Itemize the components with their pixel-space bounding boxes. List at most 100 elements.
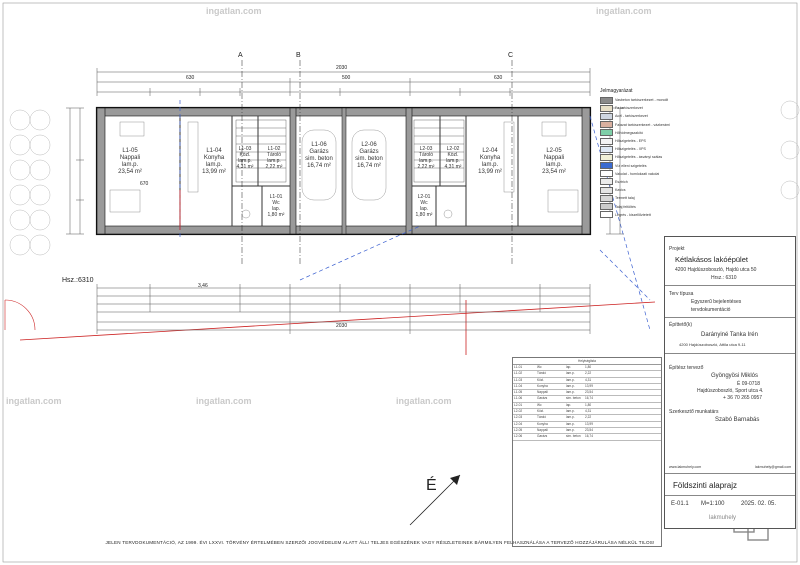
email: lakmuhely@gmail.com	[755, 465, 792, 469]
bottom-total-dimension: 2030	[336, 323, 348, 329]
table-row: L2-05 Nappali lam.p. 23,54	[513, 427, 661, 435]
table-cell: Tároló	[537, 415, 547, 420]
table-cell: L2-04	[514, 421, 523, 426]
table-cell: L2-01	[514, 402, 523, 407]
project-lot: Hrsz.: 6310	[711, 275, 737, 281]
building-walls	[95, 106, 592, 236]
legend-label: Hőszigetelés - XPS	[615, 147, 646, 152]
plan-type-value-1: Egyszerű bejelentéses	[691, 299, 742, 305]
legend-swatch	[600, 194, 613, 202]
garage-cars	[301, 129, 387, 201]
table-cell: Tároló	[537, 371, 547, 376]
table-cell: L2-06	[514, 434, 523, 439]
table-cell: lam.p.	[566, 421, 575, 426]
table-cell: 1,80	[585, 402, 592, 407]
legend-swatch	[600, 137, 613, 145]
legend-label: Vasbeton tartószerkezet - monolit	[615, 98, 669, 103]
table-cell: Konyha	[537, 383, 548, 388]
north-arrow	[409, 474, 461, 526]
top-dimension-mid: 500	[342, 75, 351, 81]
legend-swatch	[600, 203, 613, 211]
table-cell: L2-05	[514, 427, 523, 432]
lot-line	[19, 190, 656, 355]
table-cell: L1-03	[514, 377, 523, 382]
area-table-header: Helyiséglista	[513, 358, 661, 365]
table-cell: 13,99	[585, 421, 593, 426]
legend-label: Hőszigetelés - EPS	[615, 139, 646, 144]
table-cell: sim. beton	[566, 396, 581, 401]
table-cell: Közl.	[537, 377, 545, 382]
table-cell: 4,31	[585, 377, 592, 382]
legend-item: Vasbeton tartószerkezet - monolit	[600, 96, 670, 104]
legend-label: Légrés - kiszellőztetett	[615, 212, 651, 217]
legend-item: Hőhídmegszakító	[600, 129, 670, 137]
table-cell: L1-02	[514, 371, 523, 376]
project-label: Projekt	[669, 246, 685, 252]
designer-name: Gyöngyösi Miklós	[711, 373, 759, 379]
legend-label: Hőszigetelés - ásványi szálas	[615, 155, 663, 160]
designer-address: Hajdúszoboszló, Sport utca 4.	[697, 388, 764, 394]
entrance-gate	[4, 299, 36, 331]
top-dimension-right: 630	[494, 75, 503, 81]
table-cell: 4,31	[585, 409, 592, 414]
website: www.lakmuhely.com	[669, 465, 702, 469]
table-cell: lam.p.	[566, 383, 575, 388]
project-name: Kétlakásos lakóépület	[675, 255, 748, 264]
table-cell: lam.p.	[566, 409, 575, 414]
watermark-1: ingatlan.com	[6, 396, 62, 406]
table-cell: lap.	[566, 402, 572, 407]
legend-swatch	[600, 96, 613, 104]
sheet-code: E-01.1	[671, 501, 689, 507]
section-marker-a: A	[238, 52, 243, 59]
legend-label: Acél - tartószerkezet	[615, 114, 648, 119]
legend-item: Termett talaj	[600, 194, 670, 202]
top-dimension-left: 630	[186, 75, 195, 81]
legend-swatch	[600, 153, 613, 161]
table-cell: 13,99	[585, 383, 593, 388]
stairs	[235, 119, 465, 183]
legend-label: Talaj feltöltés	[615, 204, 636, 209]
logo-text: lakmuhely	[709, 515, 737, 521]
table-cell: 2,22	[585, 415, 592, 420]
plan-type-value-2: tervdokumentáció	[691, 307, 731, 313]
client-address: 4200 Hajdúszoboszló, Attila utca 9-11	[679, 342, 746, 347]
legend-item: Víz elleni szigetelés	[600, 162, 670, 170]
designer-phone: + 36 70 265 0957	[723, 395, 763, 401]
legend-label: Hőhídmegszakító	[615, 130, 643, 135]
legend-item: Légrés - kiszellőztetett	[600, 211, 670, 219]
table-cell: L1-01	[514, 365, 523, 369]
legend-swatch	[600, 145, 613, 153]
watermark-5: ingatlan.com	[206, 6, 262, 16]
legend-swatch	[600, 112, 613, 120]
section-marker-b: B	[296, 52, 301, 59]
lot-number-label: Hsz.:6310	[62, 277, 94, 284]
table-cell: Wc	[537, 402, 542, 407]
editor-label: Szerkesztő munkatárs	[669, 409, 719, 415]
legend-label: Víz elleni szigetelés	[615, 163, 647, 168]
legend-item: Acél - tartószerkezet	[600, 112, 670, 120]
north-label: É	[426, 477, 437, 494]
top-total-dimension: 2030	[336, 65, 348, 71]
table-cell: Nappali	[537, 427, 548, 432]
table-cell: lam.p.	[566, 427, 575, 432]
table-cell: 23,54	[585, 427, 593, 432]
legend-panel: Jelmagyarázat Vasbeton tartószerkezet - …	[600, 88, 670, 219]
legend-label: Esztrich	[615, 179, 628, 184]
section-lines	[241, 60, 513, 265]
legend-label: Kavics	[615, 188, 626, 193]
table-cell: Nappali	[537, 390, 548, 395]
legend-swatch	[600, 178, 613, 186]
